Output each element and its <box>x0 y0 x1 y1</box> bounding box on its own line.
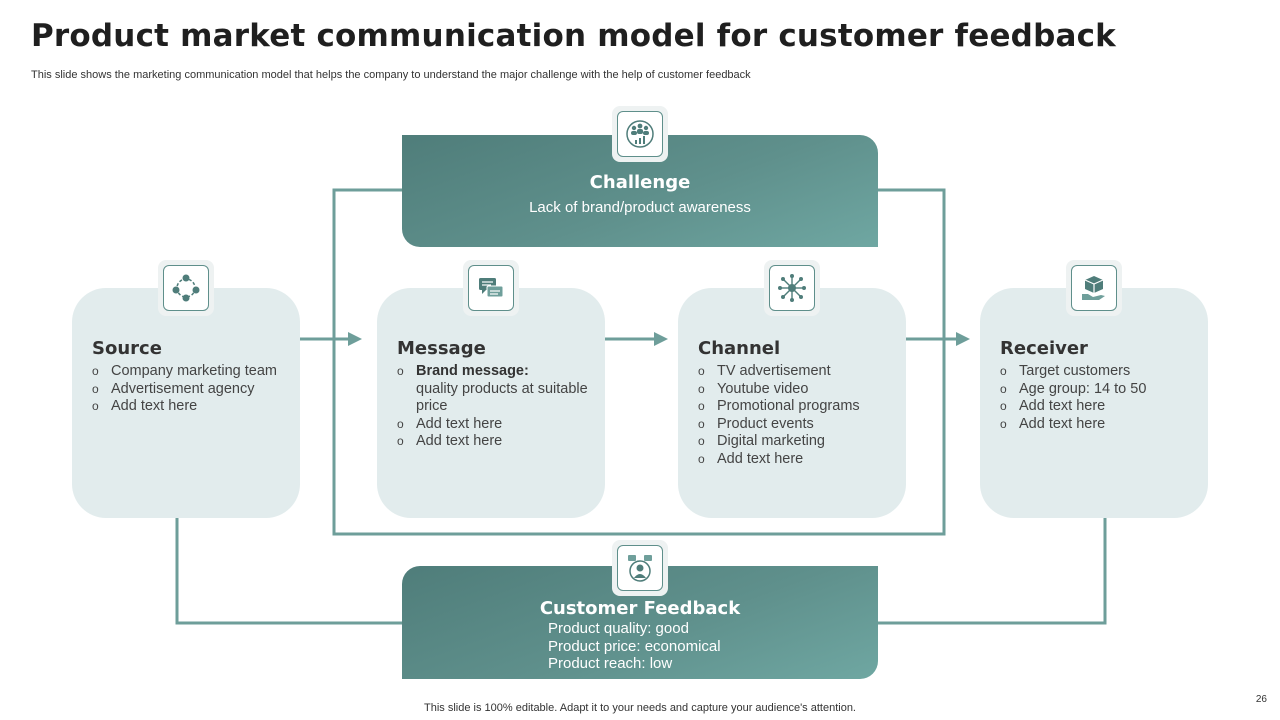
list-item: Promotional programs <box>698 398 898 416</box>
card-receiver: Receiver Target customers Age group: 14 … <box>980 288 1208 518</box>
arrowhead-2 <box>654 332 668 346</box>
list-item: Product events <box>698 416 898 434</box>
list-item: Add text here <box>698 451 898 469</box>
arrowhead-1 <box>348 332 362 346</box>
source-feedback-line <box>175 518 402 625</box>
card-list: Company marketing team Advertisement age… <box>92 363 292 416</box>
list-item: Advertisement agency <box>92 381 292 399</box>
card-list: Brand message:quality products at suitab… <box>397 363 597 451</box>
list-item: Youtube video <box>698 381 898 399</box>
card-list: Target customers Age group: 14 to 50 Add… <box>1000 363 1200 433</box>
list-item: Add text here <box>397 433 597 451</box>
network-exchange-icon <box>158 260 214 316</box>
card-title: Message <box>397 338 486 359</box>
page-subtitle: This slide shows the marketing communica… <box>31 69 751 81</box>
list-item: TV advertisement <box>698 363 898 381</box>
challenge-title: Challenge <box>589 172 691 193</box>
arrowhead-3 <box>956 332 970 346</box>
card-title: Receiver <box>1000 338 1088 359</box>
list-item: Digital marketing <box>698 433 898 451</box>
card-channel: Channel TV advertisement Youtube video P… <box>678 288 906 518</box>
card-source: Source Company marketing team Advertisem… <box>72 288 300 518</box>
list-item: Add text here <box>1000 398 1200 416</box>
list-item: Target customers <box>1000 363 1200 381</box>
list-item: Age group: 14 to 50 <box>1000 381 1200 399</box>
card-title: Source <box>92 338 162 359</box>
feedback-lines: Product quality: good Product price: eco… <box>548 620 721 673</box>
feedback-title: Customer Feedback <box>539 598 741 619</box>
card-list: TV advertisement Youtube video Promotion… <box>698 363 898 469</box>
challenge-text: Lack of brand/product awareness <box>529 199 751 216</box>
brand-message-label: Brand message: <box>416 363 529 379</box>
challenge-loop-line <box>332 188 946 536</box>
receiver-feedback-line <box>878 518 1107 625</box>
feedback-line: Product quality: good <box>548 620 689 637</box>
chat-bubbles-icon <box>463 260 519 316</box>
list-item: Add text here <box>92 398 292 416</box>
list-item: Brand message:quality products at suitab… <box>397 363 597 416</box>
list-item: Add text here <box>1000 416 1200 434</box>
hub-nodes-icon <box>764 260 820 316</box>
customer-review-icon <box>612 540 668 596</box>
page-number: 26 <box>1255 694 1267 705</box>
card-message: Message Brand message:quality products a… <box>377 288 605 518</box>
list-item: Add text here <box>397 416 597 434</box>
page-title: Product market communication model for c… <box>31 18 1116 54</box>
hand-box-icon <box>1066 260 1122 316</box>
feedback-line: Product reach: low <box>548 655 673 672</box>
team-growth-icon <box>612 106 668 162</box>
card-title: Channel <box>698 338 781 359</box>
list-item: Company marketing team <box>92 363 292 381</box>
footer-note: This slide is 100% editable. Adapt it to… <box>424 702 856 714</box>
feedback-line: Product price: economical <box>548 637 721 655</box>
brand-message-text: quality products at suitable price <box>416 380 588 415</box>
